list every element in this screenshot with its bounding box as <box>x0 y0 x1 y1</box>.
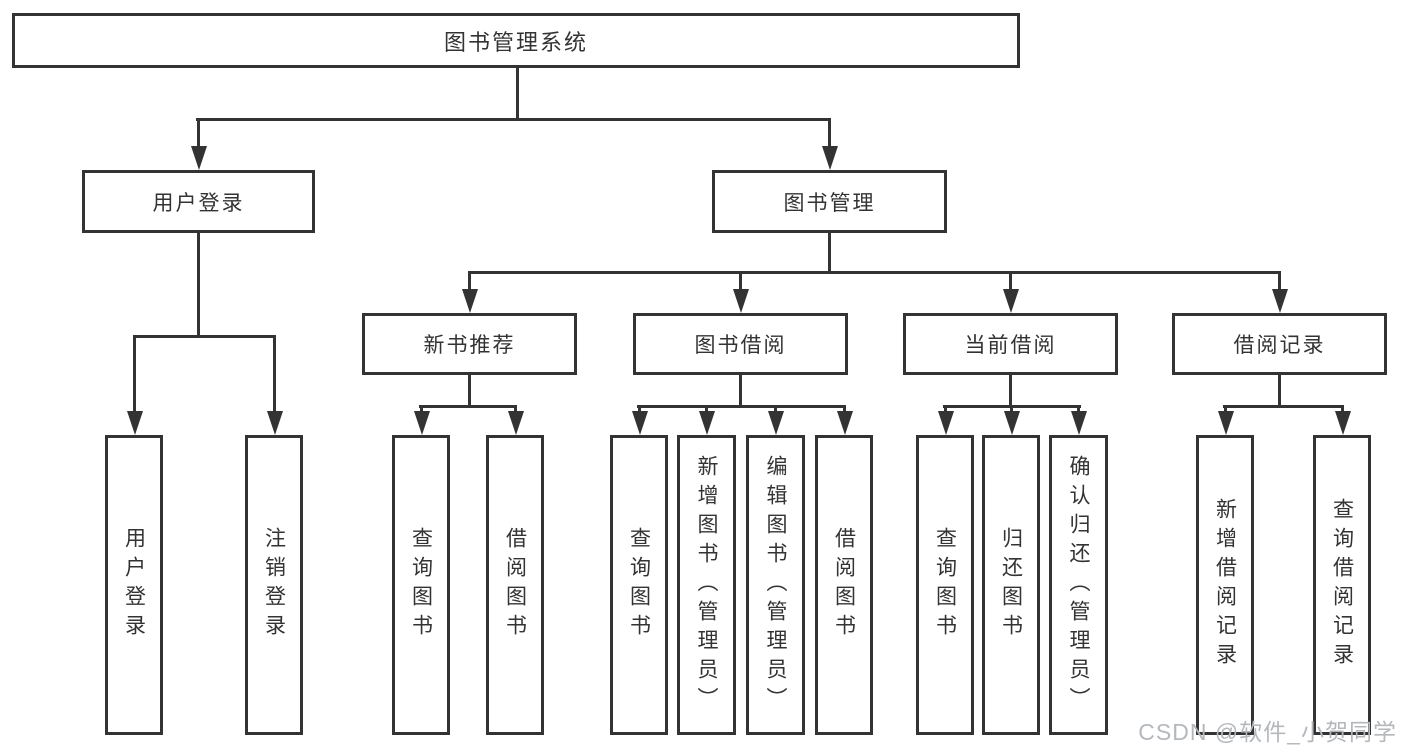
leaf-add-borrow-record-label: 新增借阅记录 <box>1213 498 1237 672</box>
node-new-books-label: 新书推荐 <box>423 334 516 357</box>
connector-book-borrow-bus <box>637 405 846 408</box>
node-book-borrow-label: 图书借阅 <box>694 334 787 357</box>
node-new-books: 新书推荐 <box>362 313 577 375</box>
connector-arrow-confirm-return <box>1070 405 1087 435</box>
connector-root-bus <box>196 118 831 121</box>
leaf-borrow-books-1-label: 借阅图书 <box>503 527 527 643</box>
leaf-query-borrow-record-label: 查询借阅记录 <box>1330 498 1354 672</box>
leaf-return-book-label: 归还图书 <box>999 527 1023 643</box>
node-current-borrow-label: 当前借阅 <box>964 334 1057 357</box>
connector-arrow-leaf-user-login <box>126 335 143 435</box>
leaf-add-borrow-record: 新增借阅记录 <box>1196 435 1254 735</box>
node-book-borrow: 图书借阅 <box>633 313 848 375</box>
leaf-user-login-label: 用户登录 <box>122 527 146 643</box>
leaf-query-books-2-label: 查询图书 <box>627 527 651 643</box>
node-borrow-records: 借阅记录 <box>1172 313 1387 375</box>
connector-arrow-query-books-1 <box>413 405 430 435</box>
connector-arrow-book-mgmt <box>821 118 838 170</box>
connector-arrow-current-borrow <box>1002 271 1019 313</box>
leaf-user-login: 用户登录 <box>105 435 163 735</box>
connector-arrow-leaf-logout <box>266 335 283 435</box>
leaf-query-books-2: 查询图书 <box>610 435 668 735</box>
leaf-confirm-return-admin: 确认归还（管理员） <box>1049 435 1108 735</box>
leaf-confirm-return-admin-label: 确认归还（管理员） <box>1067 454 1090 716</box>
leaf-query-books-3-label: 查询图书 <box>933 527 957 643</box>
leaf-query-books-1-label: 查询图书 <box>409 527 433 643</box>
csdn-watermark: CSDN @软件_小贺同学 <box>1138 719 1397 745</box>
connector-book-mgmt-bus <box>468 271 1281 274</box>
connector-borrow-records-bus <box>1223 405 1344 408</box>
leaf-logout-label: 注销登录 <box>262 527 286 643</box>
node-current-borrow: 当前借阅 <box>903 313 1118 375</box>
connector-arrow-return-book <box>1003 405 1020 435</box>
connector-user-login-stem <box>197 233 200 338</box>
connector-current-borrow-stem <box>1009 375 1012 408</box>
node-book-mgmt: 图书管理 <box>712 170 947 233</box>
connector-book-borrow-stem <box>739 375 742 408</box>
node-borrow-records-label: 借阅记录 <box>1233 334 1326 357</box>
connector-new-books-stem <box>468 375 471 408</box>
connector-arrow-borrow-books-1 <box>507 405 524 435</box>
leaf-edit-book-admin-label: 编辑图书（管理员） <box>764 454 787 716</box>
leaf-query-books-1: 查询图书 <box>392 435 450 735</box>
node-user-login: 用户登录 <box>82 170 315 233</box>
leaf-add-book-admin: 新增图书（管理员） <box>677 435 736 735</box>
node-book-mgmt-label: 图书管理 <box>783 191 876 215</box>
connector-user-login-bus <box>133 335 276 338</box>
connector-root-stem <box>516 68 519 121</box>
connector-arrow-query-borrow-record <box>1334 405 1351 435</box>
leaf-query-borrow-record: 查询借阅记录 <box>1313 435 1371 735</box>
leaf-add-book-admin-label: 新增图书（管理员） <box>695 454 718 716</box>
connector-arrow-borrow-books-2 <box>836 405 853 435</box>
leaf-query-books-3: 查询图书 <box>916 435 974 735</box>
leaf-borrow-books-2: 借阅图书 <box>815 435 873 735</box>
node-user-login-label: 用户登录 <box>152 191 245 215</box>
leaf-logout: 注销登录 <box>245 435 303 735</box>
leaf-borrow-books-1: 借阅图书 <box>486 435 544 735</box>
leaf-edit-book-admin: 编辑图书（管理员） <box>746 435 805 735</box>
node-root-system: 图书管理系统 <box>12 13 1020 68</box>
connector-arrow-book-borrow <box>732 271 749 313</box>
connector-arrow-add-book-admin <box>698 405 715 435</box>
leaf-return-book: 归还图书 <box>982 435 1040 735</box>
connector-arrow-user-login <box>190 118 207 170</box>
connector-arrow-edit-book-admin <box>767 405 784 435</box>
node-root-label: 图书管理系统 <box>443 29 588 55</box>
leaf-borrow-books-2-label: 借阅图书 <box>832 527 856 643</box>
connector-book-mgmt-stem <box>828 233 831 274</box>
connector-new-books-bus <box>419 405 517 408</box>
connector-arrow-new-books <box>461 271 478 313</box>
connector-borrow-records-stem <box>1278 375 1281 408</box>
connector-arrow-borrow-records <box>1271 271 1288 313</box>
connector-arrow-query-books-2 <box>631 405 648 435</box>
connector-arrow-add-borrow-record <box>1217 405 1234 435</box>
connector-arrow-query-books-3 <box>937 405 954 435</box>
